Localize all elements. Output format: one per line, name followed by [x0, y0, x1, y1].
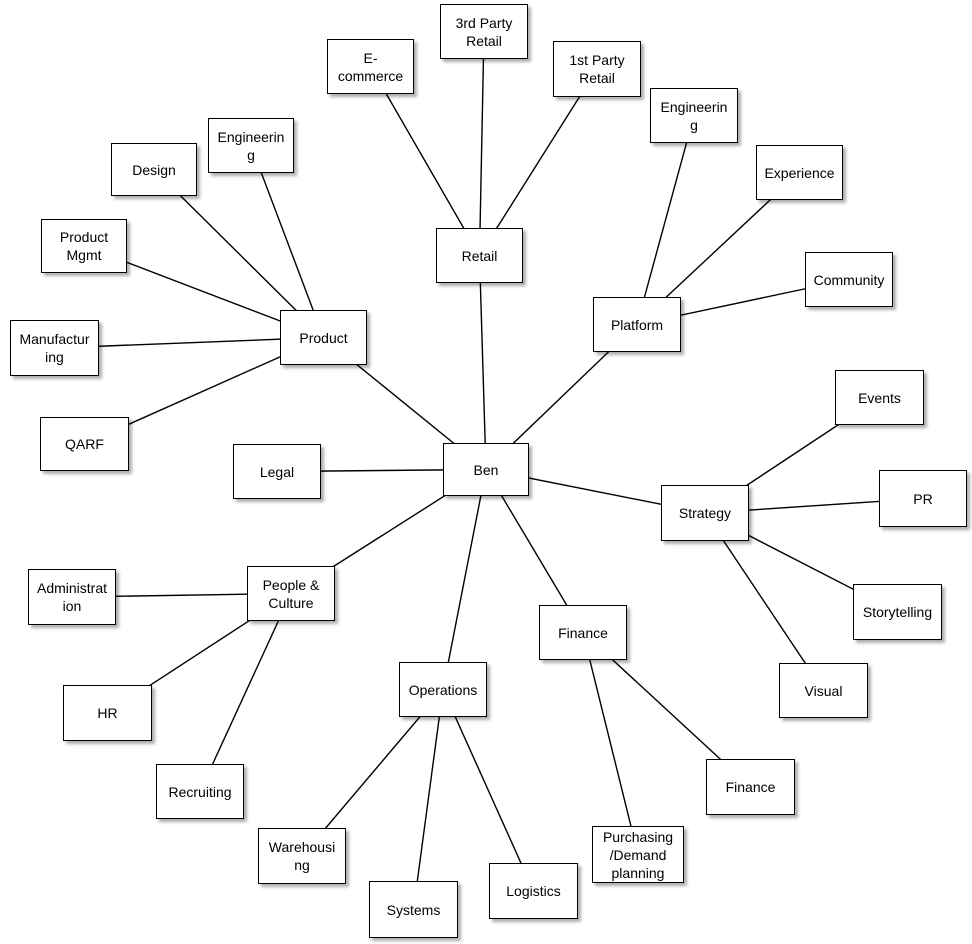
node-label-first-party-retail: 1st Party Retail: [569, 52, 625, 86]
node-label-purchasing: Purchasing /Demand planning: [602, 828, 674, 881]
connector-operations-to-logistics: [442, 689, 535, 892]
node-purchasing[interactable]: Purchasing /Demand planning: [592, 826, 684, 883]
node-pr[interactable]: PR: [879, 470, 967, 527]
node-first-party-retail[interactable]: 1st Party Retail: [553, 41, 641, 97]
node-ecommerce[interactable]: E- commerce: [327, 39, 414, 94]
connector-ben-to-operations: [442, 469, 487, 690]
node-label-product: Product: [299, 329, 348, 346]
connector-finance-to-purchasing: [582, 632, 639, 855]
connector-people-culture-to-recruiting: [199, 593, 292, 792]
node-finance[interactable]: Finance: [539, 605, 627, 660]
node-product-engineering[interactable]: Engineerin g: [208, 118, 294, 173]
node-experience[interactable]: Experience: [756, 145, 843, 200]
node-label-experience: Experience: [764, 164, 835, 181]
node-label-recruiting: Recruiting: [168, 783, 232, 800]
node-label-finance-sub: Finance: [725, 779, 776, 795]
node-label-storytelling: Storytelling: [862, 604, 933, 620]
connector-product-to-product-engineering: [250, 145, 325, 338]
node-label-events: Events: [858, 389, 901, 406]
node-platform[interactable]: Platform: [593, 297, 681, 352]
node-systems[interactable]: Systems: [369, 881, 458, 938]
node-label-product-engineering: Engineerin g: [217, 128, 285, 163]
connector-ben-to-retail: [478, 255, 487, 470]
node-recruiting[interactable]: Recruiting: [156, 764, 244, 819]
node-label-retail: Retail: [461, 247, 498, 264]
connector-operations-to-systems: [412, 689, 444, 910]
node-label-logistics: Logistics: [506, 883, 561, 899]
node-operations[interactable]: Operations: [399, 662, 487, 717]
node-label-third-party-retail: 3rd Party Retail: [455, 14, 513, 49]
connector-product-to-manufacturing: [54, 336, 324, 349]
node-retail[interactable]: Retail: [436, 228, 523, 283]
node-visual[interactable]: Visual: [779, 663, 868, 718]
node-manufacturing[interactable]: Manufactur ing: [10, 320, 99, 376]
node-label-people-culture: People & Culture: [262, 576, 320, 611]
node-people-culture[interactable]: People & Culture: [247, 566, 335, 621]
node-design[interactable]: Design: [111, 143, 197, 196]
node-storytelling[interactable]: Storytelling: [853, 584, 942, 640]
node-hr[interactable]: HR: [63, 685, 152, 741]
node-label-ben: Ben: [473, 461, 499, 478]
node-qarf[interactable]: QARF: [40, 417, 129, 471]
node-label-platform-engineering: Engineerin g: [660, 98, 728, 133]
node-label-legal: Legal: [259, 463, 295, 480]
node-product-mgmt[interactable]: Product Mgmt: [41, 219, 127, 273]
node-label-qarf: QARF: [65, 436, 104, 452]
node-label-systems: Systems: [386, 901, 441, 918]
node-administration[interactable]: Administrat ion: [28, 569, 116, 625]
node-label-design: Design: [132, 161, 176, 178]
node-finance-sub[interactable]: Finance: [706, 759, 795, 815]
node-label-administration: Administrat ion: [36, 580, 108, 614]
node-community[interactable]: Community: [805, 252, 893, 307]
node-label-platform: Platform: [610, 316, 664, 333]
node-label-warehousing: Warehousi ng: [268, 839, 336, 873]
node-logistics[interactable]: Logistics: [489, 863, 578, 919]
node-label-product-mgmt: Product Mgmt: [59, 229, 109, 263]
connector-platform-to-platform-engineering: [636, 115, 695, 325]
connector-strategy-to-visual: [704, 512, 825, 691]
node-legal[interactable]: Legal: [233, 444, 321, 499]
node-product[interactable]: Product: [280, 310, 367, 365]
node-third-party-retail[interactable]: 3rd Party Retail: [440, 4, 528, 59]
connector-retail-to-ecommerce: [369, 66, 481, 256]
node-label-hr: HR: [97, 705, 118, 721]
connector-retail-to-third-party-retail: [478, 31, 485, 256]
node-label-manufacturing: Manufactur ing: [19, 331, 90, 365]
node-label-strategy: Strategy: [678, 505, 732, 521]
node-label-operations: Operations: [408, 681, 478, 698]
node-label-ecommerce: E- commerce: [337, 49, 404, 84]
node-label-visual: Visual: [804, 682, 843, 699]
connector-retail-to-first-party-retail: [478, 68, 598, 256]
node-platform-engineering[interactable]: Engineerin g: [650, 88, 738, 143]
connector-product-to-design: [153, 169, 324, 338]
node-warehousing[interactable]: Warehousi ng: [258, 828, 346, 884]
node-label-community: Community: [813, 271, 885, 288]
node-label-pr: PR: [913, 490, 933, 507]
node-label-finance: Finance: [558, 624, 608, 641]
node-strategy[interactable]: Strategy: [661, 485, 749, 541]
node-events[interactable]: Events: [835, 370, 924, 425]
node-ben[interactable]: Ben: [443, 443, 529, 496]
